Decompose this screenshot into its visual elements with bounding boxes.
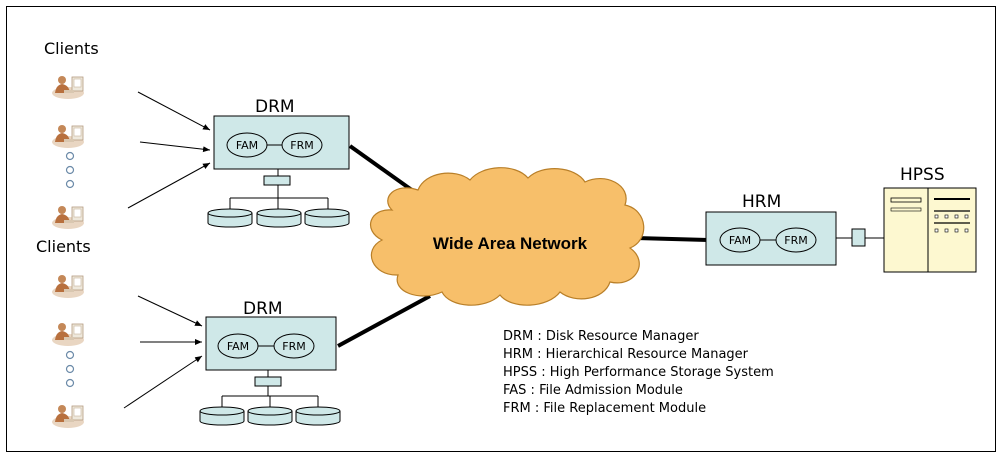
disk-controller [254,376,282,387]
client-icon [51,274,85,299]
request-arrow [127,162,211,209]
drm-node-2: DRM FAM FRM [199,299,341,426]
ellipsis-dot [65,378,75,388]
clients-label-1: Clients [44,39,99,58]
drm-title: DRM [243,299,283,319]
clients-group-2 [51,274,85,429]
clients-group-1 [51,75,85,230]
clients-label-2: Clients [36,237,91,256]
legend-item-frm: FRM : File Replacement Module [503,401,707,416]
frm-label: FRM [784,234,807,247]
disk [256,208,302,228]
disk [304,208,350,228]
legend-item-hpss: HPSS : High Performance Storage System [503,365,774,380]
legend: DRM : Disk Resource Manager HRM : Hierar… [503,328,774,418]
ellipsis-dot [65,179,75,189]
client-icon [51,205,85,230]
fam-label: FAM [729,234,751,247]
wan-hrm-link [635,236,709,242]
disk [199,406,245,426]
fam-label: FAM [227,340,249,353]
ellipsis-dot [65,350,75,360]
drm-title: DRM [255,97,295,117]
ellipsis-dot [65,165,75,175]
request-arrow [137,295,203,327]
disk [247,406,293,426]
hrm-title: HRM [742,192,781,212]
drm2-wan-link [337,294,431,348]
hrm-node: HRM FAM FRM [705,192,884,266]
wan-label: Wide Area Network [433,234,588,253]
request-arrow [137,91,211,131]
ellipsis-dot [65,364,75,374]
drm-node-1: DRM FAM FRM [207,97,350,228]
legend-item-hrm: HRM : Hierarchical Resource Manager [503,347,749,362]
frm-label: FRM [282,340,305,353]
client-icon [51,124,85,149]
frm-label: FRM [290,139,313,152]
fam-label: FAM [236,139,258,152]
legend-item-fas: FAS : File Admission Module [503,383,683,398]
frm-module [281,132,323,158]
hpss-title: HPSS [900,165,945,185]
client-icon [51,404,85,429]
ellipsis-dot [65,151,75,161]
frm-module [775,227,817,253]
request-arrow [123,355,203,409]
legend-item-drm: DRM : Disk Resource Manager [503,329,699,344]
disk [295,406,341,426]
disk-controller [263,175,291,186]
hpss-node: HPSS [883,165,977,273]
wan-cloud: Wide Area Network [370,167,645,306]
client-icon [51,75,85,100]
disk [207,208,253,228]
request-arrow [139,141,211,153]
frm-module [273,333,315,359]
client-icon [51,322,85,347]
diagram-frame [6,6,996,452]
hrm-connector [851,228,866,247]
